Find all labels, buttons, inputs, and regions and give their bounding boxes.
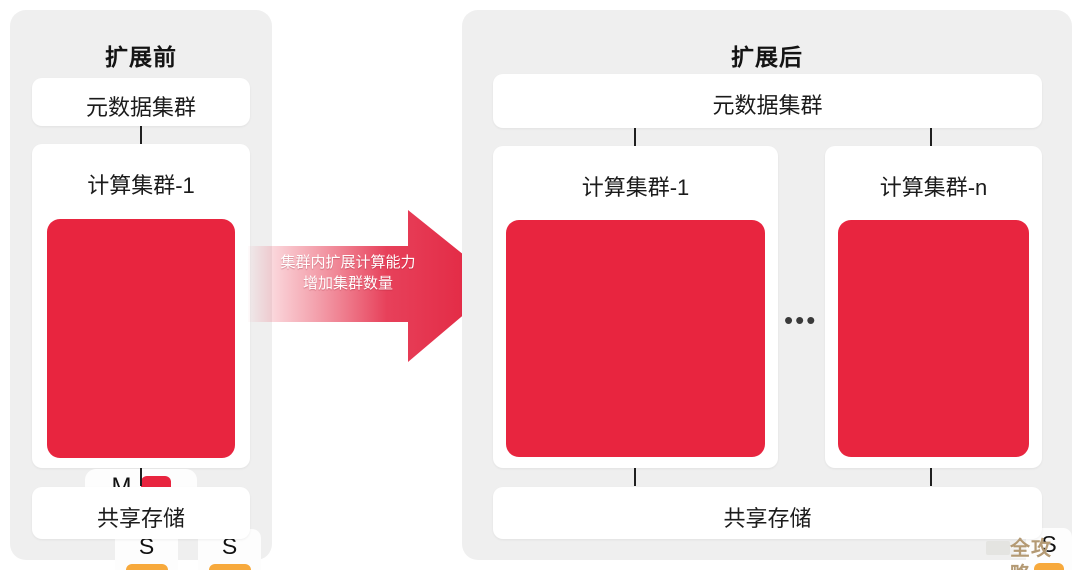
watermark: 全攻略 (986, 536, 1072, 570)
before-slave-1-label: S (138, 533, 155, 559)
scaling-arrow-icon (248, 210, 500, 362)
before-connector-metadata-to-compute (140, 126, 142, 144)
panel-after-title: 扩展后 (731, 44, 803, 70)
after-connector-cluster-n-to-storage (930, 468, 932, 486)
cluster-ellipsis: ••• (784, 305, 818, 335)
after-metadata-cluster-box: 元数据集群 (493, 74, 1042, 128)
before-slave-1-orange-chip (125, 564, 168, 570)
before-metadata-cluster-label: 元数据集群 (85, 95, 196, 120)
after-compute-cluster-n-label: 计算集群-n (879, 175, 988, 200)
after-metadata-cluster-label: 元数据集群 (712, 93, 823, 118)
after-cluster-1-slave-1-label: S (1041, 531, 1057, 557)
after-shared-storage-label: 共享存储 (723, 506, 812, 531)
before-slave-2-orange-chip (208, 564, 251, 570)
before-metadata-cluster-box: 元数据集群 (32, 78, 250, 126)
after-shared-storage-box: 共享存储 (493, 487, 1042, 539)
watermark-text: 全攻略 (1010, 538, 1052, 570)
after-connector-cluster-1-to-storage (634, 468, 636, 486)
before-connector-compute-to-storage (140, 468, 142, 486)
after-cluster-n-redbox: M S S S (838, 220, 1029, 457)
before-compute-redbox: M S S (47, 219, 261, 570)
before-shared-storage-label: 共享存储 (96, 506, 185, 531)
scaling-arrow-caption-line1: 集群内扩展计算能力 (280, 254, 416, 271)
after-connector-metadata-to-cluster-n (930, 128, 932, 146)
scaling-arrow-caption-line2: 增加集群数量 (302, 275, 393, 292)
after-connector-metadata-to-cluster-1 (634, 128, 636, 146)
after-cluster-1-slave-1-orange-chip (1034, 563, 1064, 570)
before-shared-storage-box: 共享存储 (32, 487, 250, 539)
before-slave-2-label: S (221, 533, 238, 559)
before-compute-cluster-label: 计算集群-1 (87, 173, 195, 198)
after-cluster-1-redbox: M S S S S (506, 220, 1072, 570)
watermark-bar (986, 541, 1010, 555)
after-compute-cluster-1-label: 计算集群-1 (581, 175, 690, 200)
panel-before-title: 扩展前 (105, 44, 177, 70)
scaling-arrow-caption: 集群内扩展计算能力 增加集群数量 (258, 252, 438, 294)
